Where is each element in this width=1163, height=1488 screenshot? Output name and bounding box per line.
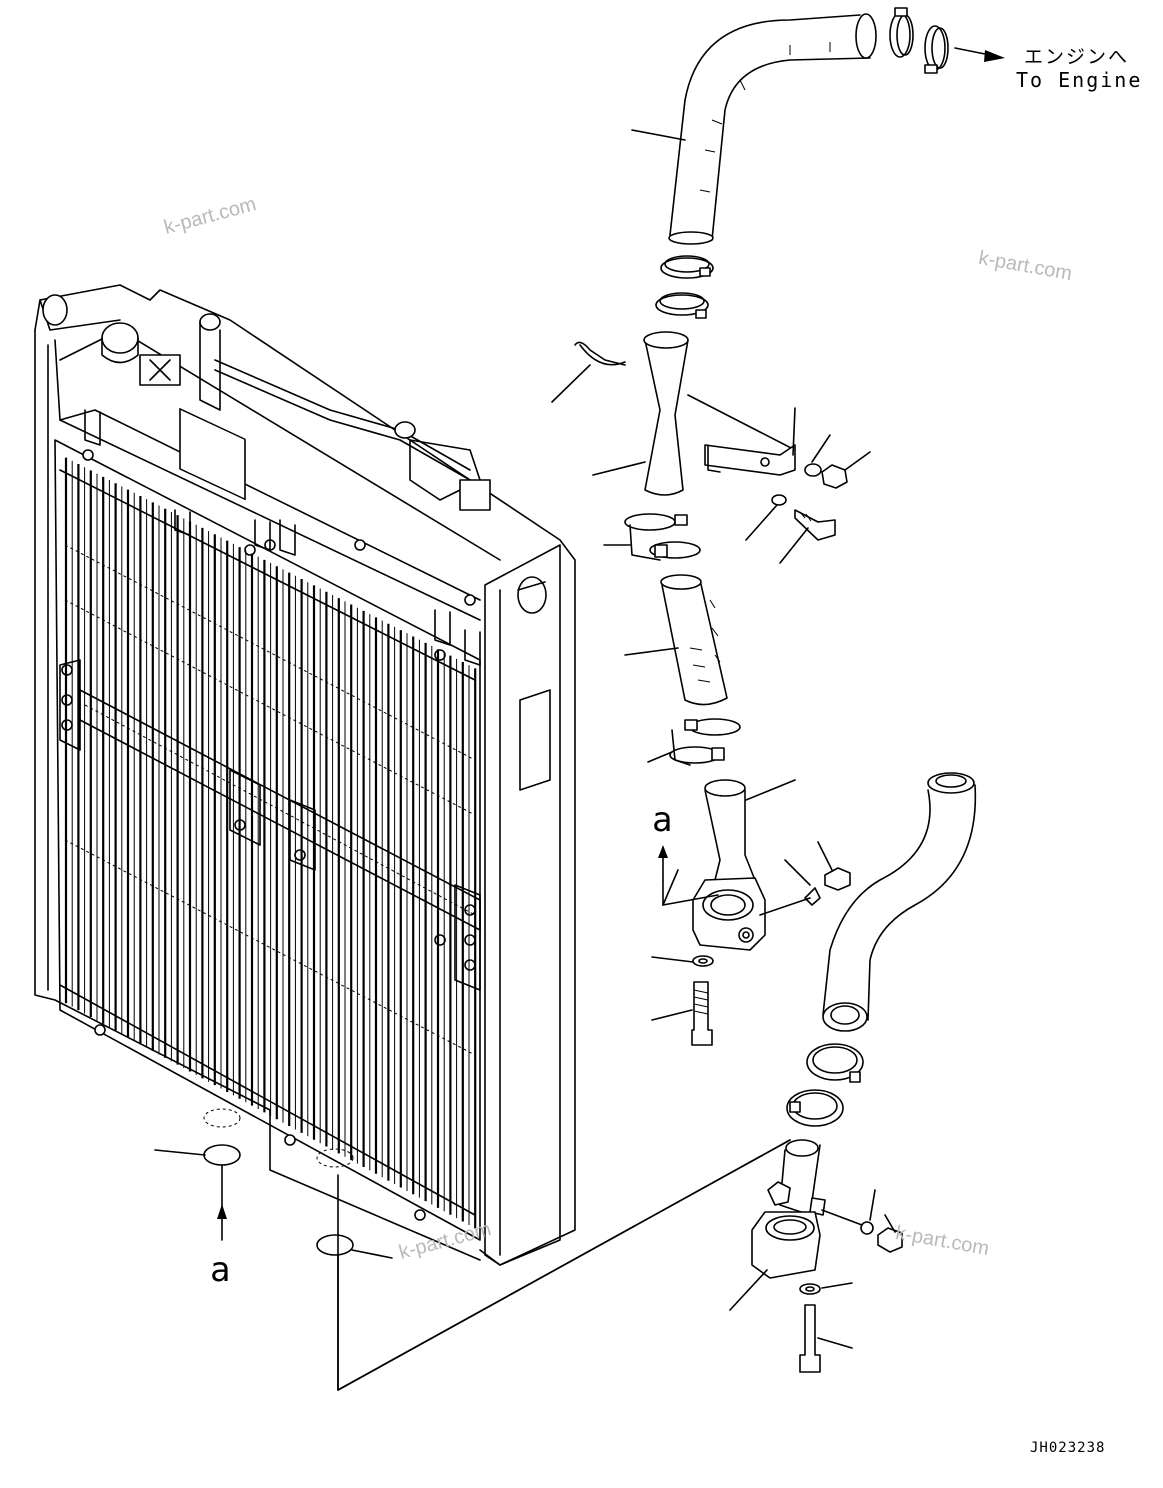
to-engine-label-en: To Engine: [1016, 68, 1143, 92]
view-a-arrow-lower: [217, 1204, 227, 1219]
view-a-label-lower: a: [210, 1250, 231, 1290]
lower-hose: [822, 772, 977, 1032]
upper-outlet-housing: [658, 779, 796, 951]
view-a-arrow-upper: [658, 845, 668, 858]
upper-hose-clamps: [889, 7, 949, 74]
lower-outlet-housing: [751, 1139, 826, 1279]
radiator-assembly: [34, 284, 576, 1266]
middle-hose: [660, 574, 728, 706]
to-engine-arrow: [984, 50, 1005, 62]
middle-hose-clamps-upper: [624, 513, 701, 561]
middle-hose-clamps-lower: [669, 718, 741, 766]
upper-hose: [668, 13, 877, 245]
view-a-label-upper: a: [652, 800, 673, 840]
to-engine-label-jp: エンジンへ: [1024, 46, 1130, 68]
radiator-core-fins: [64, 457, 477, 1229]
upper-pipe: [643, 331, 689, 496]
drawing-code: JH023238: [1030, 1440, 1106, 1456]
